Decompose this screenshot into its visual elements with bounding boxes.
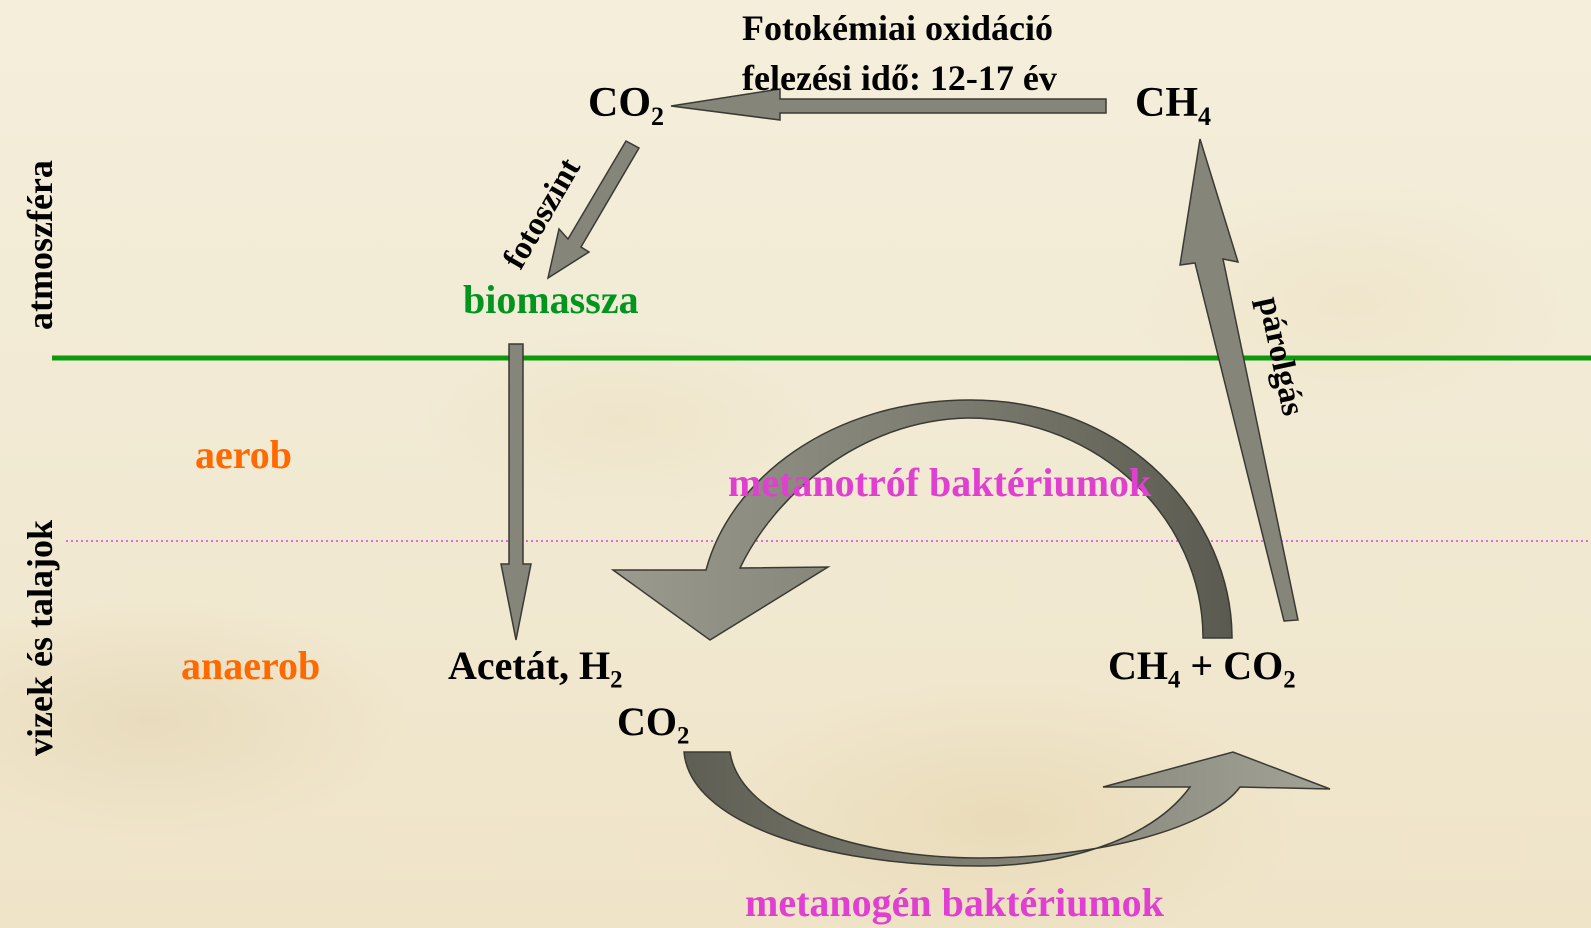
evaporation-arrow: [1179, 138, 1299, 622]
half-life-label: felezési idő: 12-17 év: [742, 58, 1057, 98]
acetate-h2-subscript: 2: [610, 666, 623, 694]
co2-sediment-main: CO: [617, 699, 677, 744]
photochemical-oxidation-arrow: [670, 88, 1107, 121]
mixture-ch-main: CH: [1108, 643, 1168, 688]
photochemical-oxidation-label: Fotokémiai oxidáció: [742, 8, 1053, 48]
mixture-ch4-subscript: 4: [1168, 666, 1181, 694]
ch4-atmosphere-label: CH4: [1135, 80, 1211, 130]
ch4-co2-mixture-label: CH4 + CO2: [1108, 643, 1296, 693]
mixture-plus-co-main: + CO: [1180, 643, 1284, 688]
methanogen-bacteria-label: metanogén baktériumok: [745, 880, 1164, 925]
methanotroph-bacteria-label: metanotróf baktériumok: [728, 460, 1152, 505]
zone-label-atmosphere: atmoszféra: [20, 160, 60, 330]
anaerob-label: anaerob: [181, 643, 321, 688]
ch4-atmosphere-subscript: 4: [1198, 102, 1212, 132]
methanotroph-curved-arrow: [610, 399, 1233, 641]
ch4-atmosphere-main: CH: [1135, 80, 1198, 126]
co2-sediment-label: CO2: [617, 699, 689, 749]
aerob-label: aerob: [195, 432, 293, 477]
mixture-co2-subscript: 2: [1283, 666, 1296, 694]
acetate-h2-main: Acetát, H: [448, 643, 611, 688]
co2-atmosphere-label: CO2: [588, 80, 664, 130]
co2-atmosphere-subscript: 2: [651, 102, 665, 132]
biomass-label: biomassza: [463, 277, 639, 322]
zone-label-waters-soils: vizek és talajok: [20, 520, 60, 756]
co2-atmosphere-main: CO: [588, 80, 651, 126]
co2-sediment-subscript: 2: [677, 722, 690, 750]
decomposition-arrow: [500, 343, 532, 641]
acetate-h2-label: Acetát, H2: [448, 643, 623, 693]
methanogen-curved-arrow: [683, 751, 1331, 867]
photosynthesis-arrow: [546, 139, 641, 280]
